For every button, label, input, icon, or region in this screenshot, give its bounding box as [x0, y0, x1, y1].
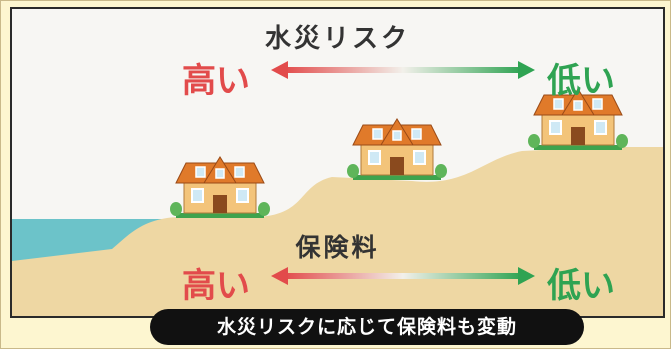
- risk-high-label: 高い: [182, 61, 250, 101]
- diagram-title: 水災リスク: [264, 24, 410, 54]
- premium-high-label: 高い: [182, 266, 250, 306]
- terrain-illustration: [12, 61, 663, 316]
- premium-low-label: 低い: [547, 266, 615, 306]
- house-low-ground: [169, 156, 271, 219]
- premium-arrow: [271, 267, 535, 285]
- risk-low-label: 低い: [547, 61, 615, 101]
- illustration-panel: 水災リスク 高い 低い 保険料 高い 低い: [10, 7, 665, 318]
- premium-label: 保険料: [295, 233, 380, 262]
- house-mid-ground: [346, 118, 448, 181]
- caption-banner: 水災リスクに応じて保険料も変動: [150, 309, 584, 345]
- risk-arrow: [271, 61, 535, 79]
